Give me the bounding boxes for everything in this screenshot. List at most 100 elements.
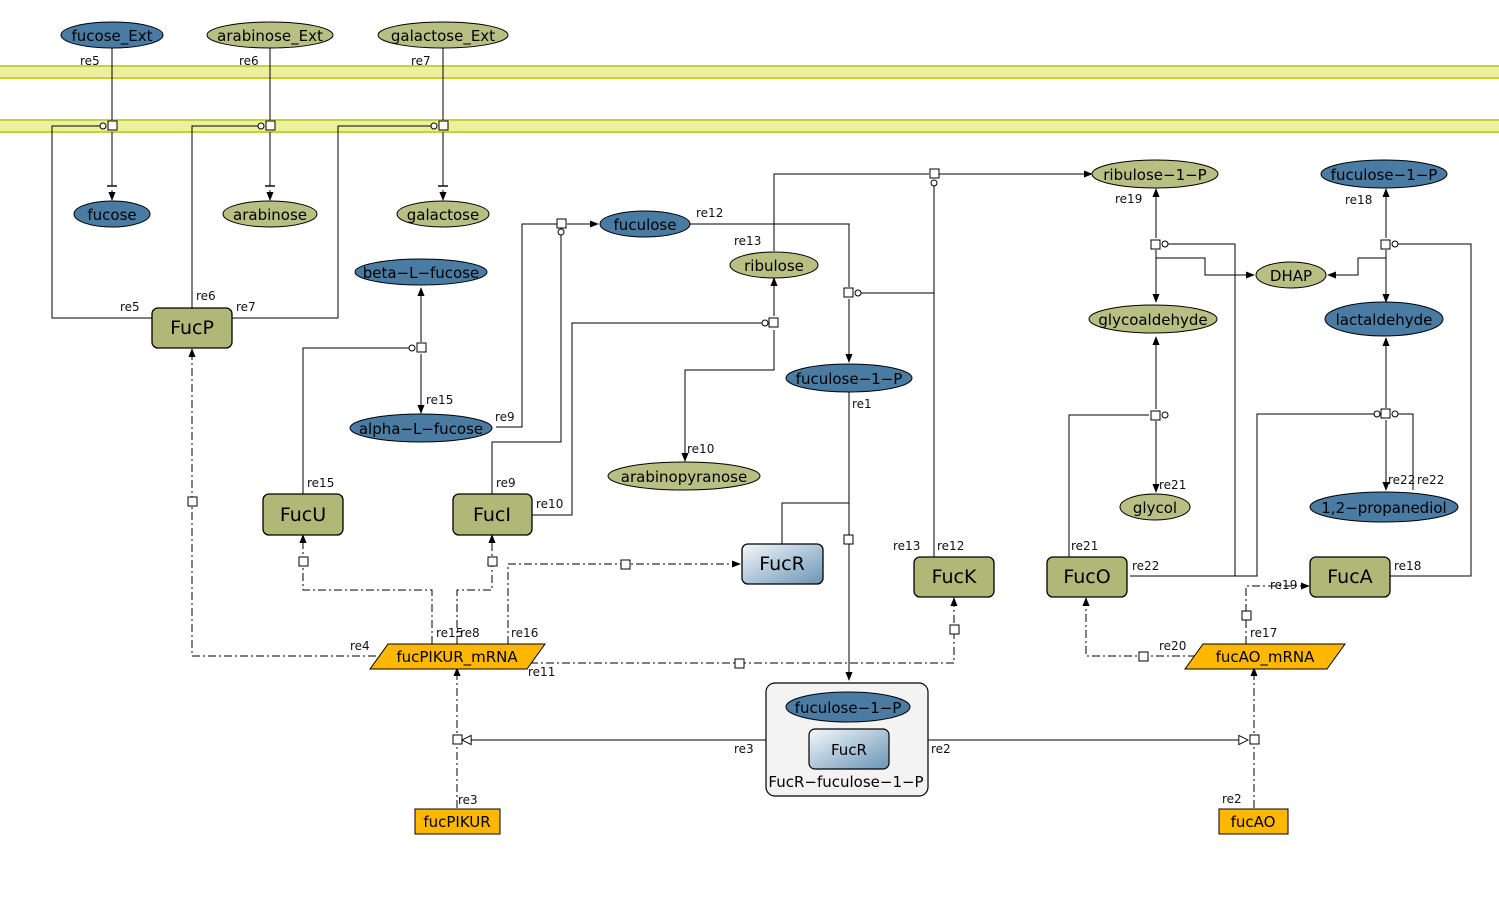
species-beta-l-fucose[interactable]: beta−L−fucose [354, 258, 488, 286]
species-label: fucose [87, 206, 136, 224]
species-ribulose-1p[interactable]: ribulose−1−P [1091, 159, 1219, 189]
label-re16: re16 [511, 626, 538, 640]
mrna-fucpikur[interactable]: fucPIKUR_mRNA [369, 643, 546, 670]
label-re11: re11 [528, 665, 555, 679]
outer-membrane [0, 65, 1499, 79]
label-re15: re15 [307, 476, 334, 490]
species-label: fucose_Ext [72, 27, 153, 46]
protein-label: FucR [759, 553, 805, 575]
species-fuculose-1p-right[interactable]: fuculose−1−P [1320, 159, 1448, 189]
gene-fucao[interactable]: fucAO [1218, 808, 1289, 835]
inner-membrane [0, 119, 1499, 133]
label-re12: re12 [696, 206, 723, 220]
label-re10: re10 [687, 442, 714, 456]
protein-label: FucU [280, 504, 326, 526]
protein-label: FucA [1327, 566, 1372, 588]
label-re21: re21 [1071, 539, 1098, 553]
label-re13: re13 [734, 234, 761, 248]
species-label: arabinose [233, 206, 307, 224]
species-label: DHAP [1270, 267, 1312, 285]
species-arabinose-ext[interactable]: arabinose_Ext [206, 21, 334, 49]
label-re12: re12 [937, 539, 964, 553]
species-label: beta−L−fucose [363, 264, 480, 282]
mrna-fucao[interactable]: fucAO_mRNA [1184, 643, 1346, 670]
label-re19: re19 [1270, 578, 1297, 592]
complex-protein-label: FucR [831, 741, 867, 759]
label-re2: re2 [1222, 792, 1242, 806]
species-arabinopyranose[interactable]: arabinopyranose [607, 461, 761, 491]
species-alpha-l-fucose[interactable]: alpha−L−fucose [349, 413, 493, 443]
species-fucose[interactable]: fucose [73, 200, 151, 228]
label-re6: re6 [239, 54, 259, 68]
label-re7: re7 [411, 54, 431, 68]
label-re5: re5 [120, 300, 140, 314]
species-galactose[interactable]: galactose [396, 200, 490, 228]
protein-label: FucI [473, 504, 511, 526]
label-re19: re19 [1115, 192, 1142, 206]
species-label: 1,2−propanediol [1321, 499, 1446, 517]
species-label: fuculose−1−P [1331, 166, 1438, 184]
species-glycol[interactable]: glycol [1119, 493, 1191, 521]
protein-fucu[interactable]: FucU [262, 493, 344, 536]
protein-fuco[interactable]: FucO [1046, 556, 1128, 598]
species-label: glycol [1133, 499, 1177, 517]
species-ribulose[interactable]: ribulose [729, 251, 819, 279]
protein-fucr[interactable]: FucR [741, 543, 824, 585]
protein-fuca[interactable]: FucA [1309, 556, 1391, 598]
mrna-label: fucPIKUR_mRNA [396, 648, 518, 667]
species-label: galactose_Ext [391, 27, 495, 46]
label-re3: re3 [734, 742, 754, 756]
species-fuculose[interactable]: fuculose [599, 210, 691, 238]
mrna-label: fucAO_mRNA [1216, 648, 1316, 667]
label-re13: re13 [893, 539, 920, 553]
species-dhap[interactable]: DHAP [1255, 261, 1327, 289]
label-re15: re15 [436, 626, 463, 640]
reaction-labels: re5 re6 re7 re5 re6 re7 re15 re15 re9 re… [80, 54, 1444, 807]
label-re20: re20 [1159, 639, 1186, 653]
species-label: ribulose [744, 257, 804, 275]
label-re6: re6 [196, 289, 216, 303]
gene-label: fucPIKUR [423, 813, 490, 831]
species-label: fuculose [614, 216, 677, 234]
protein-fucp[interactable]: FucP [151, 307, 233, 349]
protein-fuci[interactable]: FucI [452, 493, 533, 536]
species-propanediol[interactable]: 1,2−propanediol [1309, 491, 1459, 523]
species-arabinose[interactable]: arabinose [222, 200, 318, 228]
label-re9: re9 [495, 410, 515, 424]
label-re7: re7 [236, 300, 256, 314]
label-re8: re8 [460, 626, 480, 640]
species-label: lactaldehyde [1336, 311, 1433, 329]
species-fucose-ext[interactable]: fucose_Ext [60, 21, 164, 49]
complex-fucr-fuculose-1p[interactable]: fuculose−1−P FucR FucR−fuculose−1−P [765, 682, 929, 797]
gene-label: fucAO [1231, 813, 1276, 831]
gene-fucpikur[interactable]: fucPIKUR [414, 808, 501, 835]
label-re18: re18 [1345, 193, 1372, 207]
label-re17: re17 [1250, 626, 1277, 640]
protein-label: FucO [1063, 566, 1110, 588]
complex-label: FucR−fuculose−1−P [768, 773, 923, 791]
complex-species-label: fuculose−1−P [795, 699, 902, 717]
label-re5: re5 [80, 54, 100, 68]
label-re2: re2 [931, 742, 951, 756]
reaction-nodes [99, 120, 1399, 745]
species-lactaldehyde[interactable]: lactaldehyde [1324, 301, 1444, 337]
species-label: arabinose_Ext [217, 27, 323, 46]
protein-label: FucK [932, 566, 977, 588]
label-re18: re18 [1394, 559, 1421, 573]
expression-edges [188, 348, 1310, 808]
label-re21: re21 [1159, 478, 1186, 492]
protein-label: FucP [170, 317, 214, 339]
species-label: galactose [407, 206, 479, 224]
species-glycoaldehyde[interactable]: glycoaldehyde [1088, 304, 1218, 334]
protein-fuck[interactable]: FucK [913, 556, 995, 598]
label-re1: re1 [852, 397, 872, 411]
species-label: ribulose−1−P [1103, 166, 1206, 184]
label-re22: re22 [1132, 559, 1159, 573]
label-re22: re22 [1388, 473, 1415, 487]
label-re4: re4 [350, 639, 370, 653]
species-fuculose-1p-mid[interactable]: fuculose−1−P [785, 363, 913, 393]
label-re15: re15 [426, 393, 453, 407]
label-re3: re3 [458, 793, 478, 807]
species-galactose-ext[interactable]: galactose_Ext [377, 21, 509, 49]
species-label: glycoaldehyde [1098, 311, 1207, 329]
